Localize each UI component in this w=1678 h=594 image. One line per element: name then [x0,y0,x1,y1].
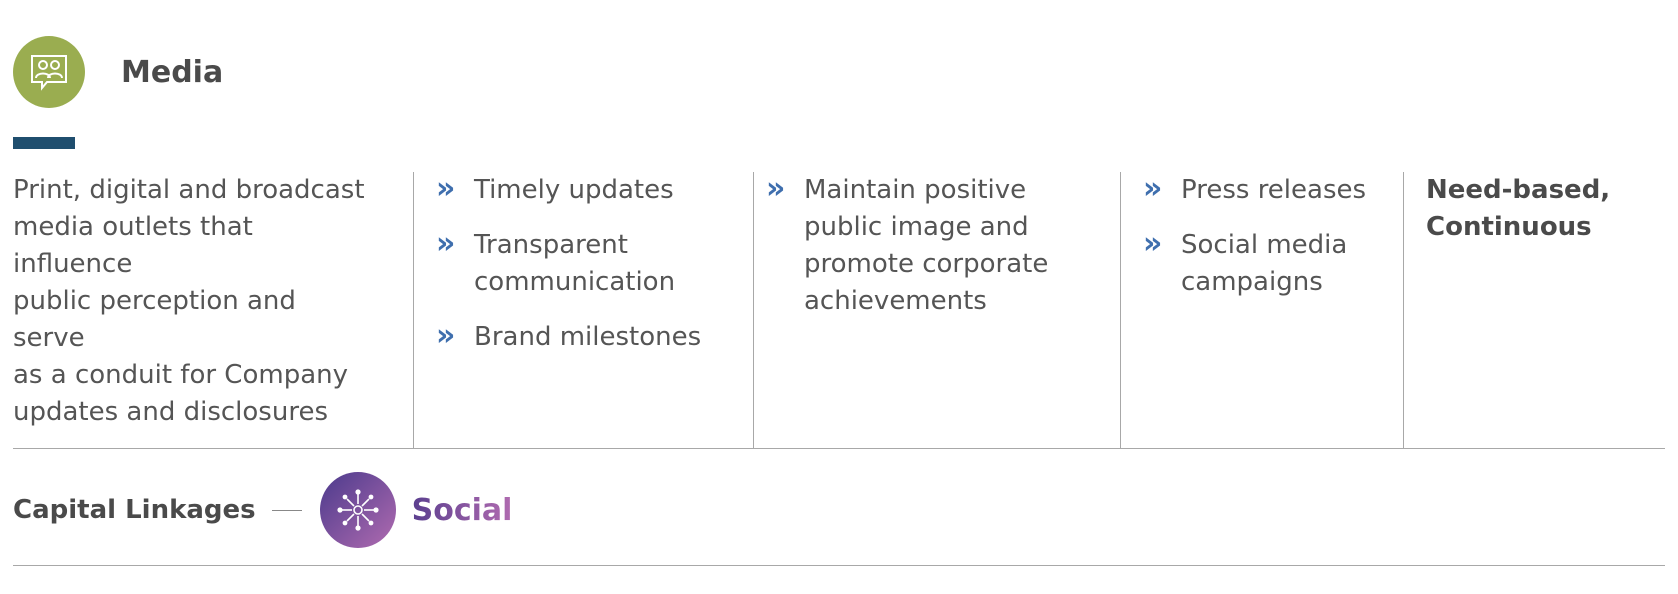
list-item: » Social media campaigns [1143,226,1403,301]
capital-linkages-label: Capital Linkages [13,495,256,525]
column-divider [1120,172,1121,448]
connector-dash [271,509,302,511]
description-line: updates and disclosures [13,397,328,427]
description-line: Print, digital and broadcast [13,175,365,205]
description-line: media outlets that influence [13,212,253,279]
chevron-right-icon: » [436,171,456,206]
list-item: » Transparent communication [436,226,753,301]
frequency-cell: Need-based, Continuous [1404,172,1664,448]
accent-bar [13,137,75,149]
frequency-line: Need-based, [1426,175,1611,205]
list-item: » Timely updates [436,171,753,209]
media-icon-badge [13,36,85,108]
chevron-right-icon: » [1143,171,1163,206]
column-divider [753,172,754,448]
capital-linkages: Capital Linkages Social [13,472,512,548]
list-item: » Brand milestones [436,318,753,356]
chevron-right-icon: » [436,226,456,261]
chevron-right-icon: » [1143,226,1163,261]
capital-name: Social [411,492,513,528]
stakeholder-row: Print, digital and broadcast media outle… [13,171,1665,449]
list-item-text: Social media campaigns [1181,230,1348,297]
list-item-text: Brand milestones [474,322,702,352]
list-item-text: Transparent communication [474,230,676,297]
channels-cell: » Press releases » Social media campaigns [1121,171,1403,448]
list-item: » Press releases [1143,171,1403,209]
social-network-icon [337,489,379,531]
chevron-right-icon: » [436,318,456,353]
column-divider [1403,172,1404,448]
bottom-divider [13,565,1665,566]
description-cell: Print, digital and broadcast media outle… [13,172,413,448]
description-line: public perception and serve [13,286,296,353]
social-icon-badge [319,472,396,548]
list-item-text: Maintain positive public image and promo… [804,175,1049,316]
list-item-text: Press releases [1181,175,1367,205]
frequency-line: Continuous [1426,212,1592,242]
people-chat-icon [31,55,67,91]
channels-list: » Press releases » Social media campaigns [1143,171,1403,301]
stakeholder-header: Media [13,36,223,108]
list-item-text: Timely updates [474,175,674,205]
column-divider [413,172,414,448]
objective-cell: » Maintain positive public image and prom… [754,171,1120,448]
stakeholder-title: Media [121,54,224,90]
concerns-list: » Timely updates » Transparent communicati… [436,171,753,356]
concerns-cell: » Timely updates » Transparent communicati… [414,171,753,448]
list-item: » Maintain positive public image and prom… [766,171,1120,320]
objective-list: » Maintain positive public image and prom… [766,171,1120,320]
chevron-right-icon: » [766,171,786,206]
description-line: as a conduit for Company [13,360,348,390]
